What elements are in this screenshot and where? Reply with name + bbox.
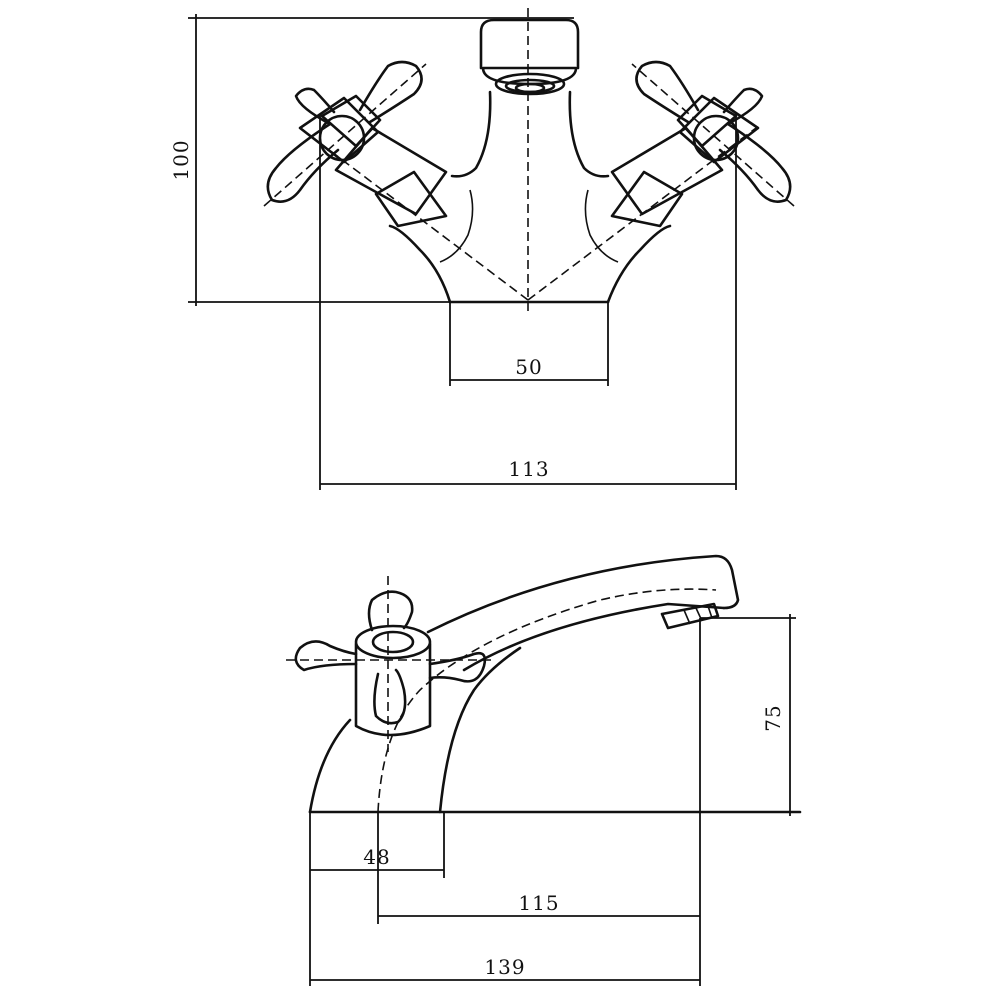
front-right-axis: [527, 127, 757, 301]
dimension-base-depth: 48: [310, 845, 444, 871]
front-view: 100 50 113: [169, 8, 795, 490]
dimension-height-top: 100: [169, 14, 574, 306]
dimension-label-115: 115: [518, 891, 559, 915]
dimension-label-139: 139: [484, 955, 525, 979]
front-left-handle: [263, 60, 448, 228]
dimension-base-width: 50: [449, 302, 609, 386]
front-right-handle: [610, 60, 795, 228]
side-handle: [286, 576, 492, 752]
dimension-reach: 115: [378, 891, 700, 917]
dimension-overall-length: 139: [310, 955, 700, 981]
side-view: 75 48 115 139: [286, 554, 802, 986]
front-body: [388, 90, 672, 304]
dimension-overall-width-top: 113: [319, 114, 737, 490]
dimension-label-113: 113: [508, 457, 549, 481]
front-spout-outlet: [479, 18, 580, 96]
dimension-label-75: 75: [761, 704, 785, 731]
dimension-label-48: 48: [363, 845, 390, 869]
dimension-label-100: 100: [169, 139, 193, 180]
dimension-spout-height: 75: [700, 614, 796, 816]
front-left-axis: [299, 127, 529, 301]
side-spout: [308, 554, 740, 814]
dimension-label-50: 50: [515, 355, 542, 379]
